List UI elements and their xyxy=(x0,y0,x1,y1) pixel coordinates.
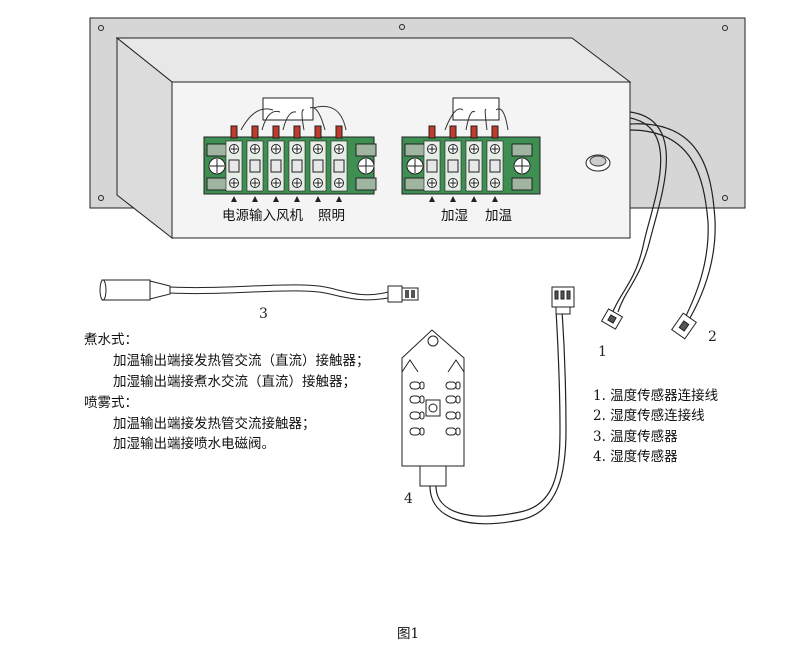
terminal-block-left xyxy=(203,125,377,195)
humidity-connector xyxy=(551,286,575,315)
mode1-line-1: 加温输出端接发热管交流（直流）接触器； xyxy=(113,353,370,369)
connector-1 xyxy=(600,308,624,330)
connector-2 xyxy=(671,312,697,340)
jumper-wires xyxy=(240,105,509,131)
label-lighting: 照明 xyxy=(318,208,345,224)
humidity-sensor-cable xyxy=(429,309,567,525)
sensor-cables xyxy=(611,111,716,323)
legend-item-3: 3. 温度传感器 xyxy=(593,429,678,445)
figure-caption: 图1 xyxy=(397,626,420,642)
label-heat: 加温 xyxy=(485,208,512,224)
mode2-line-2: 加湿输出端接喷水电磁阀。 xyxy=(113,436,275,452)
legend-item-2: 2. 湿度传感连接线 xyxy=(593,408,705,424)
legend-item-1: 1. 温度传感器连接线 xyxy=(593,388,719,404)
legend-item-4: 4. 湿度传感器 xyxy=(593,449,678,465)
label-fan: 风机 xyxy=(276,208,303,224)
label-humidify: 加湿 xyxy=(441,208,468,224)
callout-2: 2 xyxy=(708,329,717,345)
cable-gland xyxy=(585,154,611,172)
mode2-line-1: 加温输出端接发热管交流接触器； xyxy=(113,416,316,432)
callout-4: 4 xyxy=(404,491,413,507)
callout-1: 1 xyxy=(598,344,607,360)
callout-3: 3 xyxy=(259,306,268,322)
temperature-sensor xyxy=(99,279,419,303)
terminal-arrows xyxy=(231,196,498,202)
label-power-input: 电源输入 xyxy=(222,208,276,224)
terminal-block-right xyxy=(401,125,541,195)
mode2-title: 喷雾式： xyxy=(84,395,138,411)
humidity-sensor xyxy=(401,329,465,487)
box-top xyxy=(115,37,632,83)
mode1-line-2: 加湿输出端接煮水交流（直流）接触器； xyxy=(113,374,356,390)
mode1-title: 煮水式： xyxy=(84,332,138,348)
